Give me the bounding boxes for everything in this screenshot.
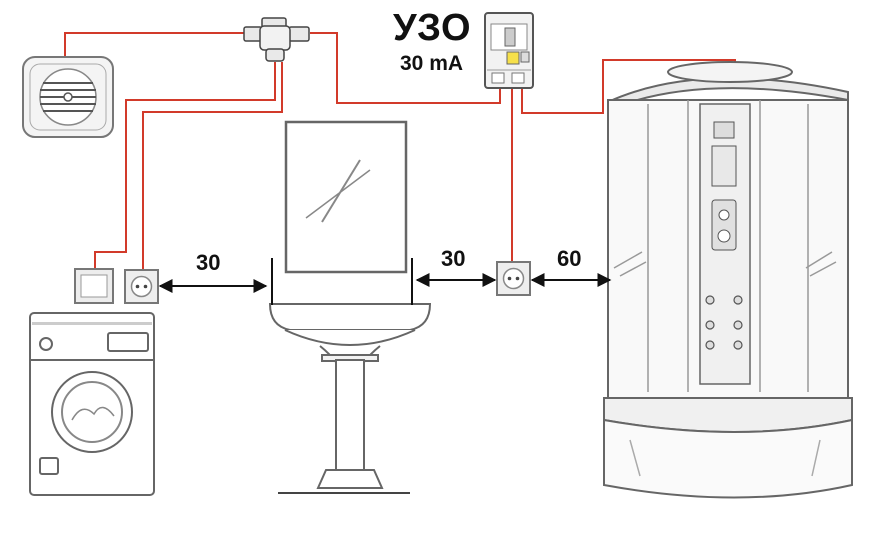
wire-fan-to-junction — [64, 32, 250, 60]
dimension-outlet-to-shower: 60 — [557, 246, 582, 271]
rcd-label: УЗО — [393, 7, 472, 49]
power-outlet-icon — [496, 261, 531, 296]
dimension-sink-to-outlet: 30 — [441, 246, 466, 271]
pedestal-sink-icon — [268, 303, 432, 494]
power-outlet-icon — [124, 269, 159, 304]
wires — [64, 32, 736, 270]
dimension-washer-to-sink: 30 — [196, 250, 221, 275]
shower-cabin-icon — [603, 61, 853, 499]
exhaust-fan-icon — [22, 56, 114, 138]
dimension-arrows — [158, 258, 612, 305]
mirror-icon — [284, 120, 408, 274]
rcd-rating-label: 30 mA — [400, 52, 464, 75]
wire-junction-to-rcd — [310, 32, 501, 104]
wire-junction-to-washer-outlet — [142, 62, 283, 270]
rcd-breaker-icon — [484, 12, 534, 89]
wire-junction-to-switch — [94, 62, 276, 270]
light-switch-icon — [74, 268, 114, 304]
washing-machine-icon — [29, 312, 155, 496]
wire-rcd-to-shower — [521, 59, 736, 114]
junction-box-icon — [243, 17, 310, 62]
